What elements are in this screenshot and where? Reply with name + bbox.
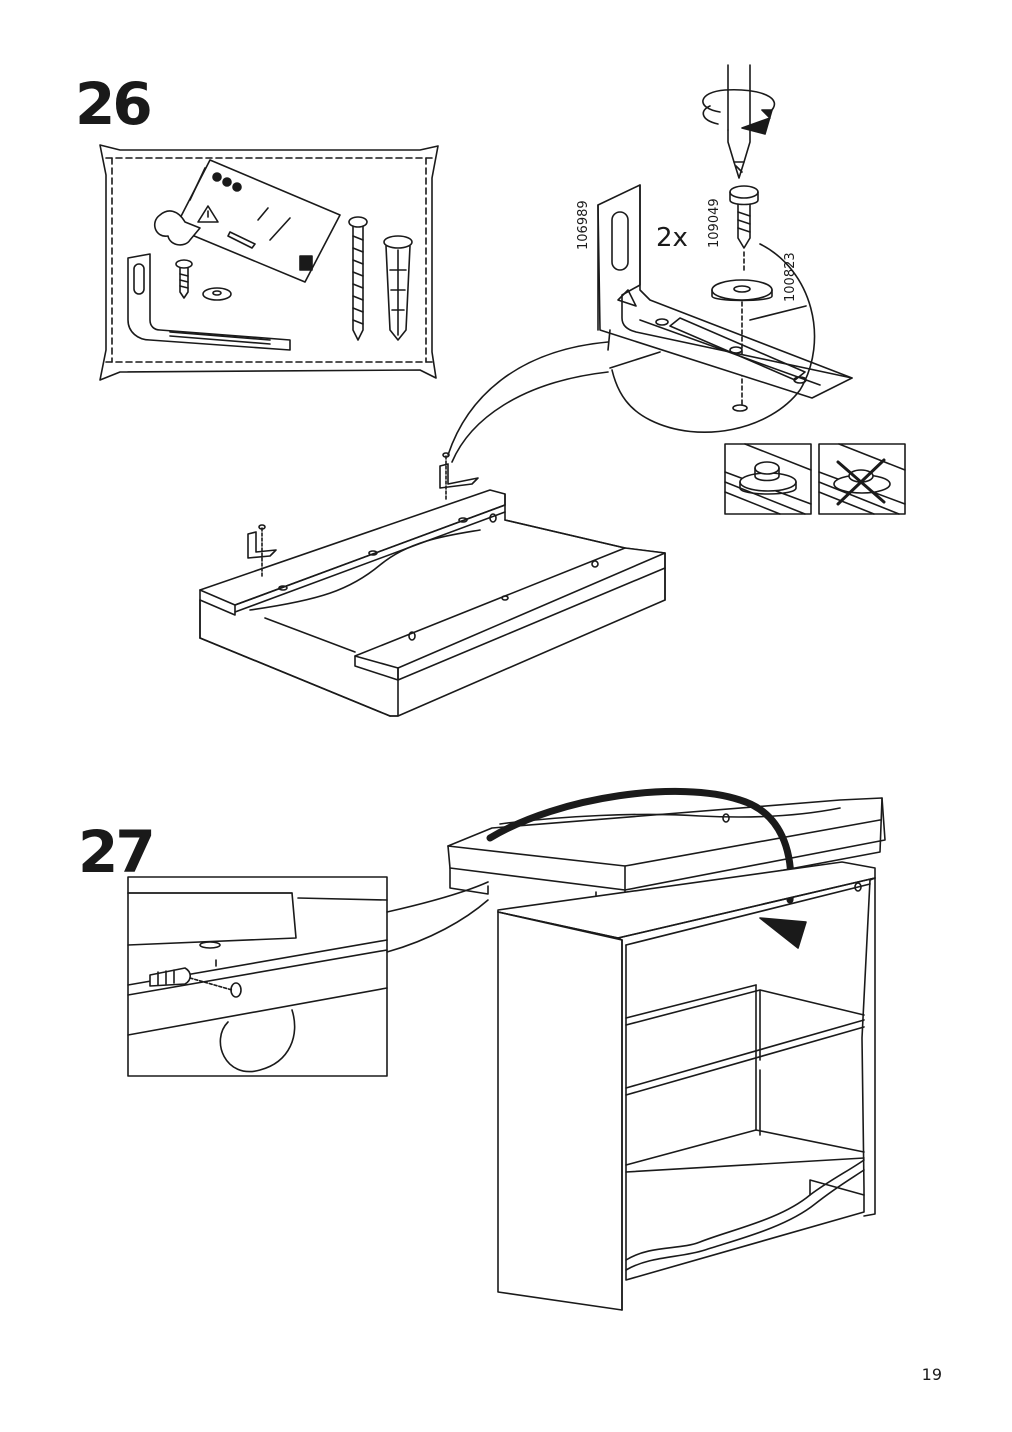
curved-arrow-icon (486, 787, 807, 949)
screw-icon (729, 185, 759, 249)
wall-bracket-icon (597, 184, 853, 399)
screw-icon (175, 259, 193, 299)
incorrect-cross-icon (818, 443, 906, 515)
long-screw-icon (348, 216, 368, 341)
part-number-bracket: 106989 (576, 200, 591, 250)
hardware-bag-icon (99, 144, 439, 381)
page-number: 19 (921, 1365, 942, 1384)
instruction-leaflet-icon (174, 159, 341, 283)
changing-table-frame (199, 452, 666, 717)
wall-plug-icon (383, 235, 413, 341)
correct-check-icon (724, 443, 812, 515)
rotation-arrow-icon (702, 88, 776, 135)
cabinet-base (497, 861, 876, 1311)
wall-bracket-icon (127, 253, 291, 351)
part-number-washer: 100823 (783, 252, 798, 302)
step-27-number: 27 (78, 818, 156, 886)
washer-icon (202, 287, 232, 301)
part-number-screw: 109049 (707, 198, 722, 248)
quantity-label: 2x (656, 223, 688, 253)
step-26-number: 26 (75, 70, 153, 138)
screwdriver-icon (727, 64, 751, 179)
washer-icon (711, 279, 773, 302)
detail-zoom-box (127, 876, 388, 1077)
